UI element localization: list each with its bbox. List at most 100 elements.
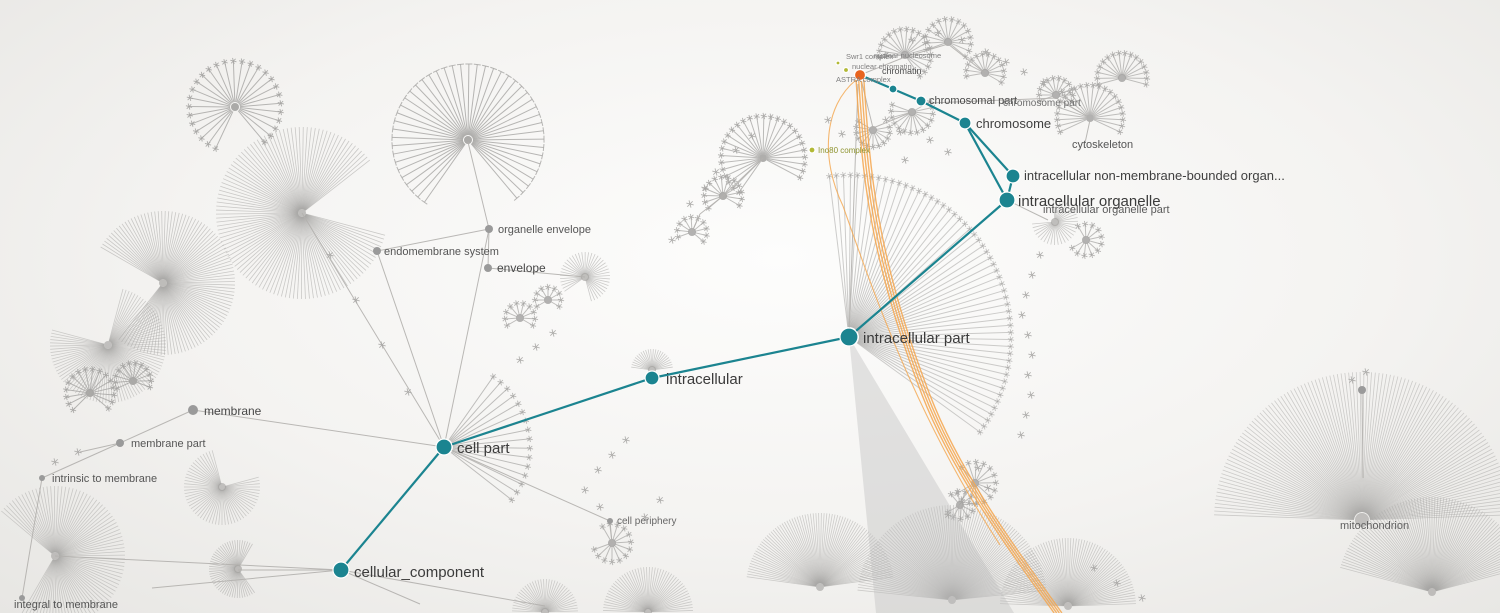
node-chromosome[interactable] [958,116,972,130]
leaf-star-icon [979,51,985,57]
node-label-nuclear-nucleosome[interactable]: nuclear nucleosome [874,51,941,60]
flow-edge [863,79,1063,613]
node-chromatin-node[interactable] [888,84,898,94]
node-label-non-membrane-bounded[interactable]: intracellular non-membrane-bounded organ… [1024,168,1285,183]
node-complex-b[interactable] [835,60,841,66]
node-label-ino80-complex[interactable]: Ino80 complex [818,146,870,155]
leaf-star-icon [833,172,839,179]
leaf-star-icon [530,322,536,329]
leaf-star-icon [882,51,890,59]
leaf-star-icon [103,372,109,378]
node-label-membrane-part[interactable]: membrane part [131,438,206,450]
node-intracellular[interactable] [644,370,660,386]
node-nucleosome-highlight[interactable] [853,68,867,82]
node-label-intrinsic-to-membrane[interactable]: intrinsic to membrane [52,473,157,485]
node-label-swr1-complex[interactable]: Swr1 complex [846,52,893,61]
leaf-star-icon [739,189,745,195]
leaf-star-icon [928,51,934,57]
leaf-star-icon [1036,92,1042,98]
node-label-integral-to-membrane[interactable]: integral to membrane [14,599,118,611]
node-label-organelle-envelope[interactable]: organelle envelope [498,224,591,236]
node-complex-a[interactable] [842,66,850,74]
node-label-endomembrane-system[interactable]: endomembrane system [384,246,499,258]
node-label-chromatin[interactable]: chromatin [882,66,922,76]
leaf-star-icon [999,281,1005,287]
leaf-star-icon [930,111,936,117]
graph-edge [1361,389,1364,479]
leaf-star-icon [1098,241,1105,247]
node-label-mitochondrion[interactable]: mitochondrion [1340,520,1409,532]
graph-edge [41,442,121,479]
graph-edge [467,141,490,230]
leaf-star-icon [532,343,540,351]
node-envelope[interactable] [484,264,492,272]
node-mitochondrion-branch[interactable] [1358,386,1366,394]
leaf-star-icon [840,172,846,178]
node-intracellular-non-membrane-bounded-organelle[interactable] [1005,168,1021,184]
leaf-star-icon [946,207,952,213]
graph-edge [722,157,764,197]
node-membrane[interactable] [188,405,198,415]
graph-edge [848,83,859,338]
node-cellular-component[interactable] [332,561,350,579]
node-chromosomal-part[interactable] [915,95,927,107]
leaf-star-icon [503,309,509,315]
node-label-cellular-component[interactable]: cellular_component [354,564,485,581]
node-endomembrane-system[interactable] [373,247,381,255]
node-label-chromosome-part[interactable]: chromosome part [1003,98,1081,109]
node-label-chromosome[interactable]: chromosome [976,116,1051,131]
node-label-nuclear-chromatin[interactable]: nuclear chromatin [852,62,912,71]
node-cluster-fan [603,567,693,613]
leaf-star-icon [558,297,564,303]
leaf-star-icon [799,140,805,146]
node-label-intracellular-organelle[interactable]: intracellular organelle [1018,193,1161,210]
node-label-envelope[interactable]: envelope [497,261,546,275]
leaf-star-icon [556,303,562,310]
leaf-star-icon [998,79,1005,86]
leaf-star-icon [976,237,982,243]
leaf-star-icon [132,360,139,366]
node-label-intracellular[interactable]: intracellular [666,371,743,388]
node-intracellular-organelle[interactable] [998,191,1016,209]
flow-edge [855,79,1055,613]
node-cell-periphery[interactable] [607,518,613,524]
leaf-star-icon [626,531,632,538]
node-intracellular-part[interactable] [839,327,859,347]
node-cell-part[interactable] [435,438,453,456]
leaf-star-icon [113,373,119,379]
leaf-star-icon [729,127,735,133]
leaf-star-icon [187,112,193,118]
leaf-star-icon [126,360,132,367]
node-intrinsic-to-membrane[interactable] [39,475,45,481]
leaf-star-icon [910,185,916,191]
node-membrane-part[interactable] [116,439,124,447]
node-label-chromosomal-part[interactable]: chromosomal part [929,95,1017,107]
node-cluster-fan [717,112,809,196]
node-cluster-fan [111,359,155,392]
leaf-star-icon [725,132,731,138]
leaf-star-icon [942,16,948,22]
leaf-star-icon [1102,86,1108,92]
leaf-star-icon [627,546,633,553]
node-label-cell-part[interactable]: cell part [457,440,510,457]
leaf-star-icon [1128,52,1134,58]
node-integral-to-membrane[interactable] [19,595,25,601]
node-label-cytoskeleton[interactable]: cytoskeleton [1072,139,1133,151]
node-label-astra-complex[interactable]: ASTRA complex [836,75,891,84]
node-label-intracellular-part[interactable]: intracellular part [863,330,971,347]
node-label-membrane[interactable]: membrane [204,404,262,418]
node-organelle-envelope[interactable] [485,225,493,233]
node-ino80-complex[interactable] [808,146,816,154]
leaf-star-icon [701,192,707,199]
leaf-star-icon [1008,329,1014,335]
leaf-star-icon [609,559,615,565]
node-label-cell-periphery[interactable]: cell periphery [617,516,676,527]
leaf-star-icon [1056,75,1062,81]
leaf-star-icon [556,290,562,297]
leaf-star-icon [897,26,903,32]
leaf-star-icon [268,76,275,82]
node-label-intracellular-organelle-part[interactable]: intracellular organelle part [1043,204,1170,216]
leaf-star-icon [1006,358,1012,364]
